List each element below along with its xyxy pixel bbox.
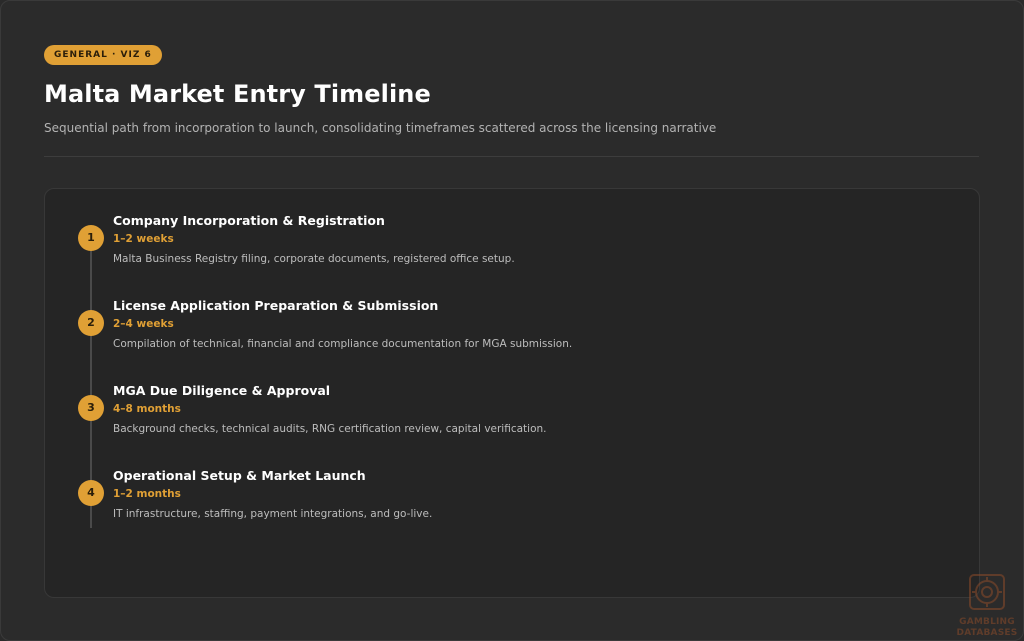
step-number-badge: 3 xyxy=(78,395,104,421)
page-title: Malta Market Entry Timeline xyxy=(44,80,431,108)
step-title: MGA Due Diligence & Approval xyxy=(113,383,331,398)
step-description: Background checks, technical audits, RNG… xyxy=(113,423,547,435)
step-title: Company Incorporation & Registration xyxy=(113,213,385,228)
step-description: Compilation of technical, financial and … xyxy=(113,338,573,350)
page-subtitle: Sequential path from incorporation to la… xyxy=(44,121,717,135)
gambling-databases-watermark: GAMBLING DATABASES xyxy=(952,573,1022,641)
watermark-line-2: DATABASES xyxy=(956,628,1018,638)
step-duration: 1–2 months xyxy=(113,488,181,500)
step-number-badge: 1 xyxy=(78,225,104,251)
step-duration: 2–4 weeks xyxy=(113,318,174,330)
category-badge: GENERAL · VIZ 6 xyxy=(44,45,162,65)
timeline-card xyxy=(44,188,980,598)
chip-logo-icon xyxy=(969,574,1005,610)
step-number-badge: 4 xyxy=(78,480,104,506)
step-title: License Application Preparation & Submis… xyxy=(113,298,439,313)
step-description: Malta Business Registry filing, corporat… xyxy=(113,253,515,265)
step-duration: 4–8 months xyxy=(113,403,181,415)
watermark-line-1: GAMBLING xyxy=(959,617,1015,627)
step-description: IT infrastructure, staffing, payment int… xyxy=(113,508,433,520)
step-number-badge: 2 xyxy=(78,310,104,336)
timeline-rail xyxy=(90,238,92,528)
step-duration: 1–2 weeks xyxy=(113,233,174,245)
header-divider xyxy=(44,156,979,157)
step-title: Operational Setup & Market Launch xyxy=(113,468,366,483)
